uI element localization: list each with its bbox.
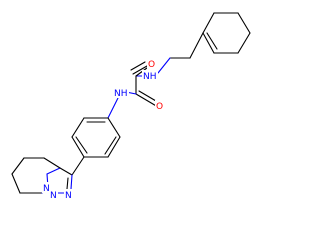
bond [59, 167, 73, 176]
ethyl-linker [157, 32, 204, 74]
bond-double [66, 177, 69, 190]
bond [11, 157, 25, 175]
bond-aromatic-inner [104, 136, 117, 155]
cyclohexene-ring [202, 12, 251, 54]
bond [237, 32, 251, 54]
bond [237, 12, 251, 34]
label-background [155, 100, 165, 111]
bond-double-inner [206, 32, 218, 50]
bond [135, 93, 159, 108]
ring-nitrogen-label: N [65, 191, 72, 200]
ring-nitrogen-label: N [50, 191, 57, 200]
atom-labels: O O NH NH N N N [42, 58, 165, 201]
bond [11, 173, 21, 194]
bond [43, 157, 61, 169]
label-background [64, 189, 73, 200]
molecule-structure: O O NH NH N N N [11, 12, 251, 201]
molecule-diagram: O O NH NH N N N [11, 12, 251, 201]
amide-nh-label-left: NH [114, 89, 128, 99]
oxygen-label-lower: O [156, 102, 163, 112]
bond-double [130, 61, 146, 71]
label-background [42, 182, 51, 193]
label-background [49, 189, 58, 200]
bond [71, 136, 85, 158]
bond-double [138, 90, 157, 102]
bond [202, 32, 215, 54]
bond [157, 57, 171, 74]
bond [107, 117, 121, 138]
bond [71, 156, 85, 176]
bond-aromatic-inner [75, 136, 88, 154]
bond [107, 136, 121, 158]
label-background [113, 87, 129, 98]
bond [46, 167, 61, 175]
bond [189, 32, 204, 59]
label-background [142, 70, 158, 81]
bond [71, 117, 85, 138]
label-background [147, 58, 157, 69]
bond [70, 174, 73, 190]
phenyl-ring [71, 97, 121, 158]
ring-nitrogen-label: N [43, 184, 50, 194]
bond [107, 97, 119, 119]
piperidine-ring [11, 157, 61, 194]
oxygen-label-upper: O [148, 60, 155, 70]
amide-nh-label-right: NH [143, 72, 157, 82]
bond-double [132, 65, 148, 75]
bond [202, 12, 215, 34]
